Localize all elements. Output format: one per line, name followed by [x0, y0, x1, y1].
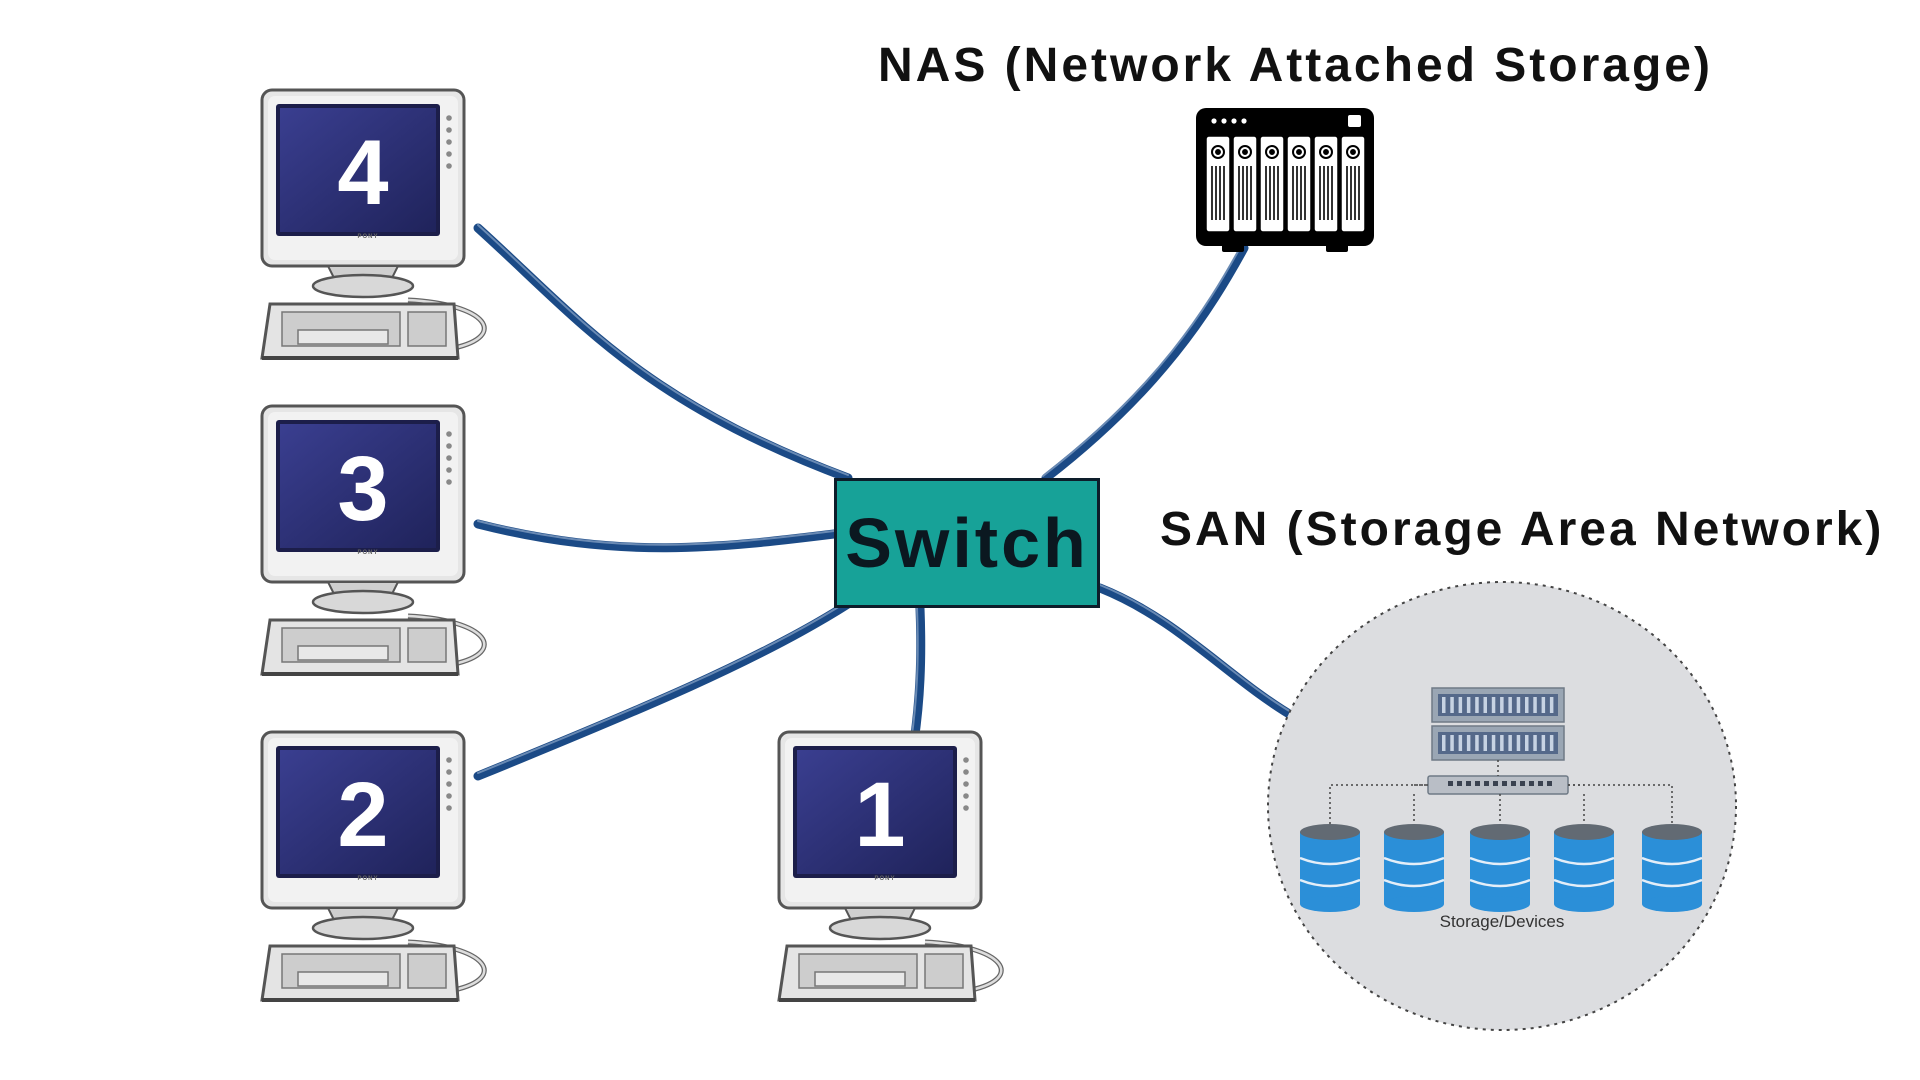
network-switch: Switch: [834, 478, 1100, 608]
computer-icon: [777, 730, 1004, 1002]
computer-number: 1: [854, 764, 906, 866]
computer-brand: PONY: [874, 876, 896, 882]
database-icon: [1469, 824, 1531, 912]
nas-drive-bay: [1205, 135, 1231, 233]
database-icon: [1299, 824, 1361, 912]
cable-pc4-switch: [473, 223, 853, 483]
nas-drive-bay: [1340, 135, 1366, 233]
database-icon: [1383, 824, 1445, 912]
computer-number: 3: [337, 438, 389, 540]
nas-server-icon: [1196, 108, 1374, 252]
san-storage-cloud: [1267, 581, 1737, 1031]
computer-icon: [260, 404, 487, 676]
computer-icon: [260, 88, 487, 360]
san-heading: SAN (Storage Area Network): [1160, 503, 1885, 556]
nas-heading: NAS (Network Attached Storage): [878, 39, 1713, 92]
cable-switch-nas: [1041, 243, 1249, 483]
nas-drive-bay: [1286, 135, 1312, 233]
database-icon: [1641, 824, 1703, 912]
server-rack-icon: [1431, 687, 1565, 761]
cable-switch-san: [1095, 583, 1301, 723]
nas-drive-bay: [1232, 135, 1258, 233]
cable-pc1-switch: [909, 603, 926, 747]
computer-brand: PONY: [357, 876, 379, 882]
nas-drive-bay: [1313, 135, 1339, 233]
computer-icon: [260, 730, 487, 1002]
cable-pc3-switch: [473, 519, 839, 553]
computer-number: 2: [337, 764, 389, 866]
computer-brand: PONY: [357, 234, 379, 240]
nas-drive-bay: [1259, 135, 1285, 233]
database-icon: [1553, 824, 1615, 912]
computer-number: 4: [337, 122, 389, 224]
network-switch-icon: [1427, 775, 1569, 795]
san-caption: Storage/Devices: [1439, 912, 1565, 931]
computer-brand: PONY: [357, 550, 379, 556]
cable-pc2-switch: [473, 599, 853, 781]
